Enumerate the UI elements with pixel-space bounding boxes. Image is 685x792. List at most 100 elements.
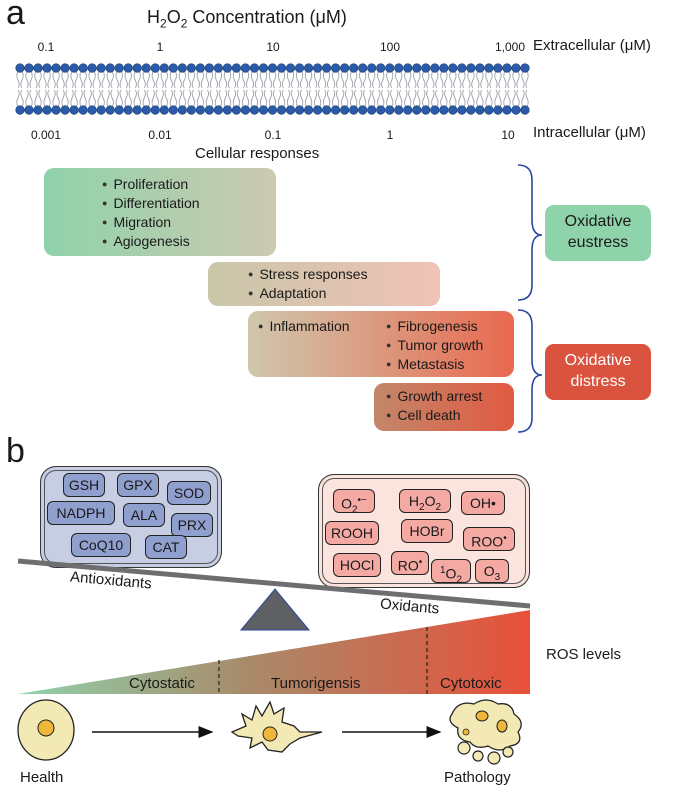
- intracellular-tick: 10: [501, 128, 515, 142]
- lipid-tail: [426, 89, 430, 108]
- lipid-tail: [250, 70, 255, 89]
- lipid-tail: [404, 89, 408, 108]
- lipid-tail: [245, 70, 250, 89]
- lipid-head: [285, 105, 296, 115]
- lipid-tail: [308, 89, 313, 108]
- lipid-tail: [151, 89, 155, 108]
- lipid-tail: [88, 70, 92, 89]
- lipid-head: [385, 105, 395, 115]
- lipid-head: [78, 105, 88, 115]
- response-item: Agiogenesis: [102, 233, 189, 249]
- lipid-head: [195, 63, 205, 73]
- lipid-tail: [404, 70, 408, 89]
- lipid-head: [222, 63, 233, 73]
- lipid-tail: [169, 89, 173, 108]
- lipid-tail: [263, 89, 268, 108]
- lipid-tail: [218, 89, 223, 108]
- lipid-head: [376, 105, 386, 115]
- lipid-head: [502, 63, 512, 73]
- lipid-tail: [350, 70, 354, 89]
- lipid-tail: [512, 70, 516, 89]
- extracellular-label: Extracellular (μM): [533, 37, 651, 54]
- lipid-tail: [354, 70, 358, 89]
- lipid-tail: [377, 70, 381, 89]
- lipid-tail: [494, 70, 498, 89]
- lipid-tail: [331, 89, 336, 108]
- lipid-head: [69, 105, 79, 115]
- lipid-head: [312, 105, 323, 115]
- response-item: Migration: [102, 214, 171, 230]
- lipid-tail: [196, 89, 201, 108]
- lipid-tail: [395, 89, 399, 108]
- lipid-head: [412, 63, 422, 73]
- lipid-tail: [88, 89, 92, 108]
- lipid-tail: [498, 70, 502, 89]
- lipid-tail: [241, 70, 246, 89]
- apoptotic-cell-icon: [449, 699, 522, 765]
- lipid-tail: [178, 70, 182, 89]
- tumor-cell-icon: [230, 700, 323, 753]
- lipid-tail: [290, 70, 295, 89]
- lipid-head: [105, 105, 115, 115]
- lipid-tail: [413, 89, 417, 108]
- lipid-head: [123, 105, 133, 115]
- panel-b-letter: b: [6, 432, 25, 470]
- lipid-tail: [467, 89, 471, 108]
- response-item: Metastasis: [386, 356, 464, 372]
- lipid-head: [231, 63, 242, 73]
- extracellular-tick: 0.1: [37, 40, 55, 54]
- lipid-head: [502, 105, 512, 115]
- lipid-head: [240, 63, 251, 73]
- lipid-head: [24, 63, 34, 73]
- lipid-tail: [350, 89, 354, 108]
- lipid-tail: [65, 70, 69, 89]
- lipid-tail: [521, 70, 525, 89]
- seesaw: [17, 558, 531, 631]
- lipid-head: [276, 63, 287, 73]
- lipid-head: [457, 105, 467, 115]
- lipid-tail: [480, 89, 484, 108]
- lipid-head: [421, 105, 431, 115]
- lipid-tail: [124, 89, 128, 108]
- lipid-tail: [390, 70, 394, 89]
- lipid-head: [87, 105, 97, 115]
- lipid-head: [96, 105, 106, 115]
- lipid-tail: [440, 70, 444, 89]
- lipid-head: [186, 63, 196, 73]
- lipid-head: [349, 105, 359, 115]
- lipid-tail: [462, 70, 466, 89]
- lipid-tail: [236, 89, 241, 108]
- lipid-tail: [25, 89, 29, 108]
- antioxidant-chip: CoQ10: [71, 533, 131, 557]
- lipid-tail: [308, 70, 313, 89]
- antioxidant-chip: GSH: [63, 473, 105, 497]
- lipid-head: [123, 63, 133, 73]
- lipid-tail: [205, 70, 210, 89]
- lipid-tail: [498, 89, 502, 108]
- lipid-tail: [142, 89, 146, 108]
- lipid-head: [168, 63, 178, 73]
- lipid-tail: [169, 70, 173, 89]
- seesaw-fulcrum: [239, 588, 311, 631]
- lipid-tail: [512, 89, 516, 108]
- lipid-head: [475, 105, 485, 115]
- lipid-head: [331, 105, 341, 115]
- stage-label: Cytotoxic: [440, 675, 502, 692]
- lipid-head: [358, 105, 368, 115]
- h2o2-concentration-title: H2O2 Concentration (μM): [147, 7, 347, 31]
- lipid-tail: [110, 89, 114, 108]
- lipid-tail: [119, 70, 123, 89]
- lipid-tail: [290, 89, 295, 108]
- health-label: Health: [20, 769, 64, 786]
- lipid-tail: [115, 70, 119, 89]
- lipid-tail: [413, 70, 417, 89]
- lipid-tail: [417, 70, 421, 89]
- lipid-head: [231, 105, 242, 115]
- lipid-tail: [516, 89, 520, 108]
- lipid-tail: [476, 70, 480, 89]
- intracellular-tick: 0.001: [30, 128, 62, 142]
- lipid-tail: [431, 89, 435, 108]
- lipid-tail: [381, 89, 385, 108]
- lipid-tail: [422, 70, 426, 89]
- lipid-tail: [299, 89, 304, 108]
